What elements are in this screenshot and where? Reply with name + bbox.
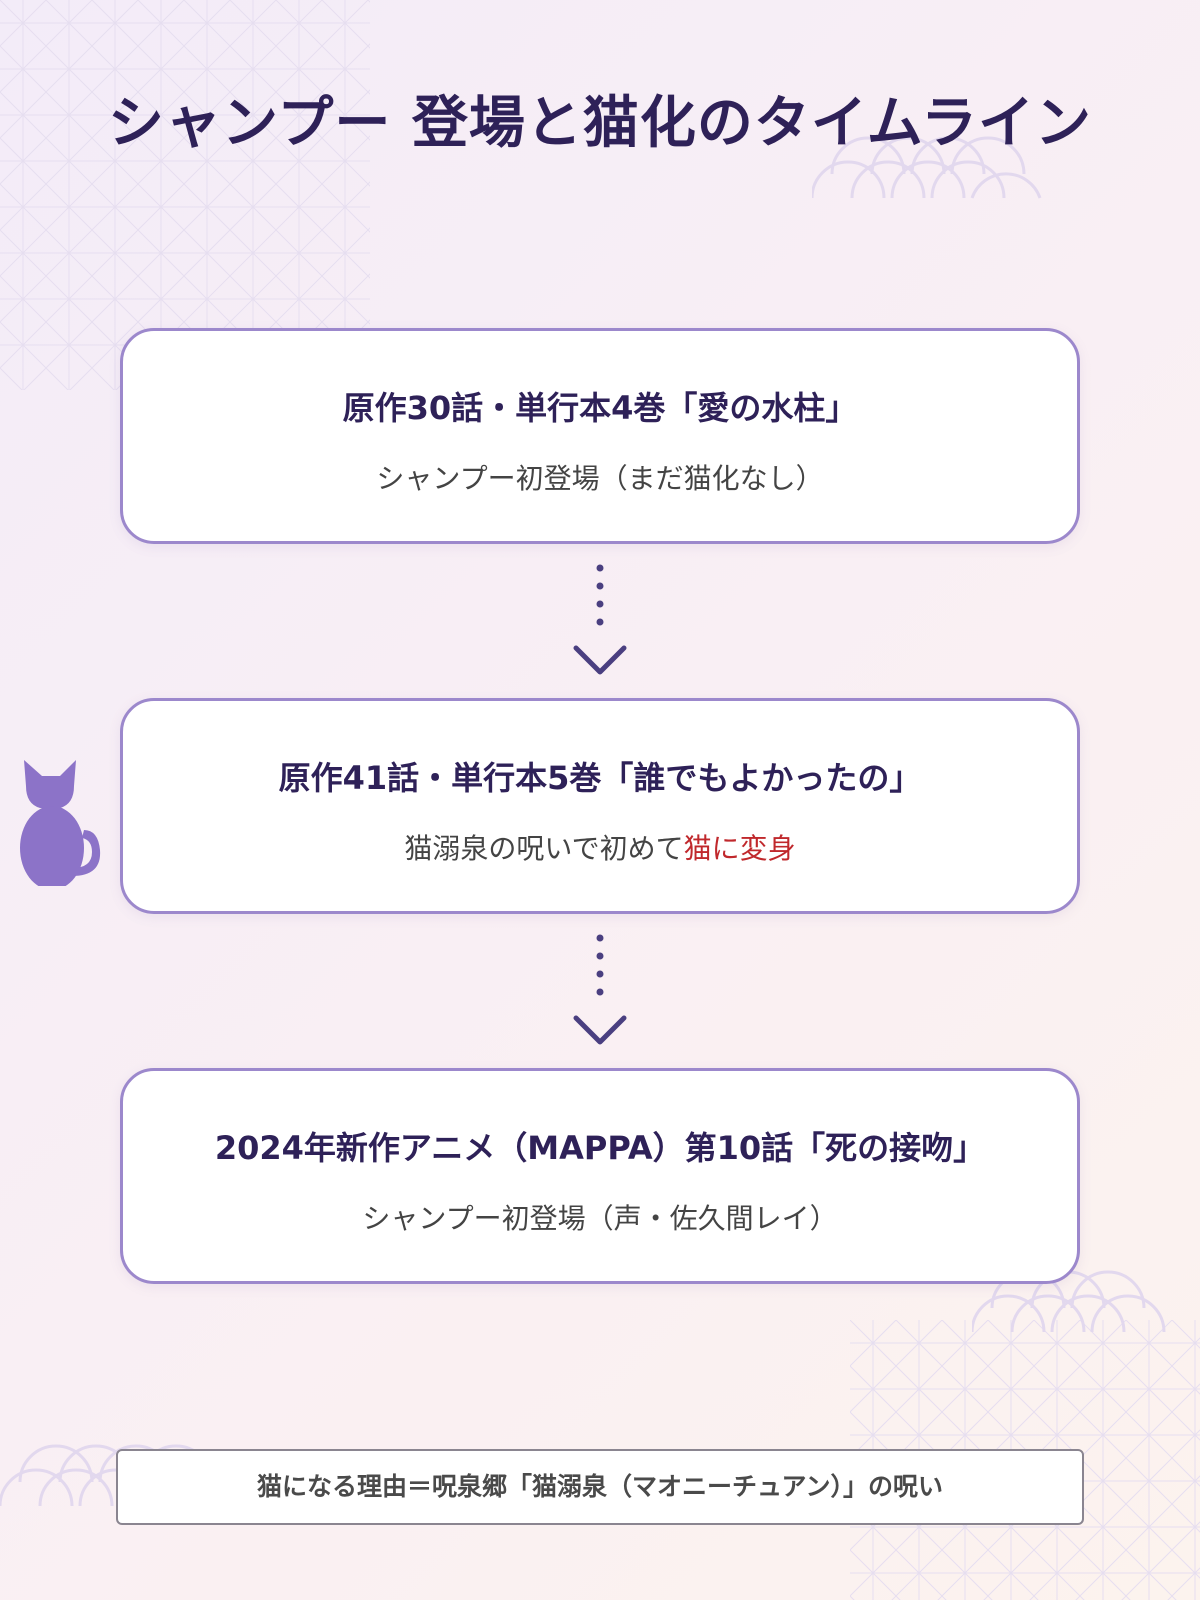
timeline-card-3: 2024年新作アニメ（MAPPA）第10話「死の接吻」 シャンプー初登場（声・佐… [120, 1068, 1080, 1284]
wave-pattern-bottom-right [972, 1270, 1166, 1333]
card-heading: 2024年新作アニメ（MAPPA）第10話「死の接吻」 [214, 1129, 986, 1167]
card-description: シャンプー初登場（まだ猫化なし） [376, 462, 824, 495]
timeline-card-2: 原作41話・単行本5巻「誰でもよかったの」 猫溺泉の呪いで初めて猫に変身 [120, 698, 1080, 914]
card-heading: 原作30話・単行本4巻「愛の水柱」 [342, 389, 858, 427]
timeline-card-1: 原作30話・単行本4巻「愛の水柱」 シャンプー初登場（まだ猫化なし） [120, 328, 1080, 544]
cat-silhouette-icon [20, 760, 101, 886]
card-description: シャンプー初登場（声・佐久間レイ） [362, 1202, 838, 1235]
page-title: シャンプー 登場と猫化のタイムライン [108, 91, 1092, 156]
lattice-pattern-top-left [0, 0, 370, 390]
dotted-down-arrow-icon [573, 934, 627, 1045]
curse-note-box: 猫になる理由＝呪泉郷「猫溺泉（マオニーチュアン）」の呪い [116, 1449, 1084, 1525]
highlight-text: 猫に変身 [683, 832, 796, 865]
card-heading: 原作41話・単行本5巻「誰でもよかったの」 [278, 759, 922, 797]
dotted-down-arrow-icon [573, 564, 627, 675]
wave-pattern-top-right [812, 136, 1042, 199]
card-description: 猫溺泉の呪いで初めて猫に変身 [404, 832, 796, 865]
